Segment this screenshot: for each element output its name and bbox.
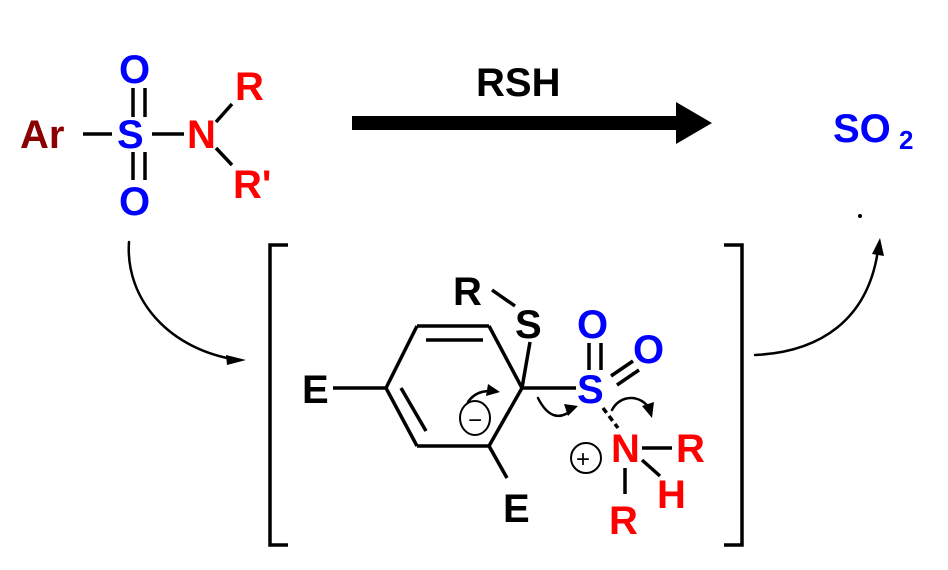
- curved-arrow-in: [127, 240, 240, 362]
- sulfonyl-o-right-label: O: [633, 328, 664, 372]
- right-bracket: [724, 243, 744, 547]
- reagent-label: RSH: [476, 61, 560, 105]
- carbanion-charge-circle: [459, 400, 491, 436]
- sulfonyl-s-label: S: [117, 113, 144, 157]
- curved-arrow-out: [753, 248, 880, 357]
- ring-bond-bottom-left: [384, 387, 419, 447]
- s-n-breaking-bond: [601, 406, 620, 430]
- amine-rprime-label: R': [233, 163, 271, 207]
- sulfonyl-s-label: S: [577, 368, 604, 412]
- product-so2: SO 2: [833, 107, 913, 155]
- s-ring-bond: [520, 341, 532, 389]
- electron-arrow-1-head: [486, 384, 500, 396]
- meisenheimer-intermediate: R S E E − S O O: [302, 270, 705, 543]
- product-dot: [858, 214, 862, 218]
- aryl-label: Ar: [20, 113, 64, 157]
- so-right-double-b: [616, 368, 640, 387]
- n-r-bond: [214, 102, 234, 124]
- arrow-shaft: [352, 116, 682, 130]
- curved-arrow-in-head: [226, 355, 246, 365]
- minus-sign: −: [468, 407, 482, 434]
- so-right-double-a: [610, 359, 634, 378]
- sulfonyl-o-bottom-label: O: [119, 180, 150, 224]
- ammonium-h-label: H: [657, 473, 686, 517]
- ring-bond-top-left: [384, 325, 419, 389]
- sulfonyl-o-top-label: O: [119, 48, 150, 92]
- r-s-bond: [491, 288, 516, 308]
- e-bottom-bond: [487, 445, 509, 479]
- electron-arrow-2-head: [564, 404, 578, 416]
- arrow-head: [676, 102, 712, 144]
- n-h-bond: [640, 458, 662, 478]
- reaction-arrow: RSH: [352, 61, 712, 144]
- product-so-label: SO: [833, 107, 891, 151]
- ammonium-charge-circle: [570, 442, 602, 474]
- left-bracket: [268, 243, 288, 547]
- e-left-label: E: [302, 368, 329, 412]
- e-bottom-label: E: [503, 487, 530, 531]
- ammonium-r-bottom-label: R: [609, 499, 638, 543]
- ring-bond-top-right: [487, 325, 524, 389]
- sulfonyl-o-top-label: O: [577, 303, 608, 347]
- ring-double-inner-left: [399, 387, 428, 432]
- ammonium-n-label: N: [611, 427, 640, 471]
- reactant-sulfonamide: Ar S O O N R R': [20, 48, 271, 224]
- amine-r-label: R: [235, 65, 264, 109]
- amine-n-label: N: [187, 113, 216, 157]
- n-rprime-bond: [214, 146, 234, 167]
- product-subscript: 2: [899, 125, 913, 155]
- ring-bond-bottom-right: [487, 387, 524, 447]
- electron-arrow-3-head: [642, 402, 654, 418]
- curved-arrow-out-head: [872, 238, 884, 256]
- plus-sign: +: [576, 446, 590, 473]
- thio-s-label: S: [515, 303, 542, 347]
- thio-r-label: R: [453, 270, 482, 314]
- ammonium-r-right-label: R: [676, 427, 705, 471]
